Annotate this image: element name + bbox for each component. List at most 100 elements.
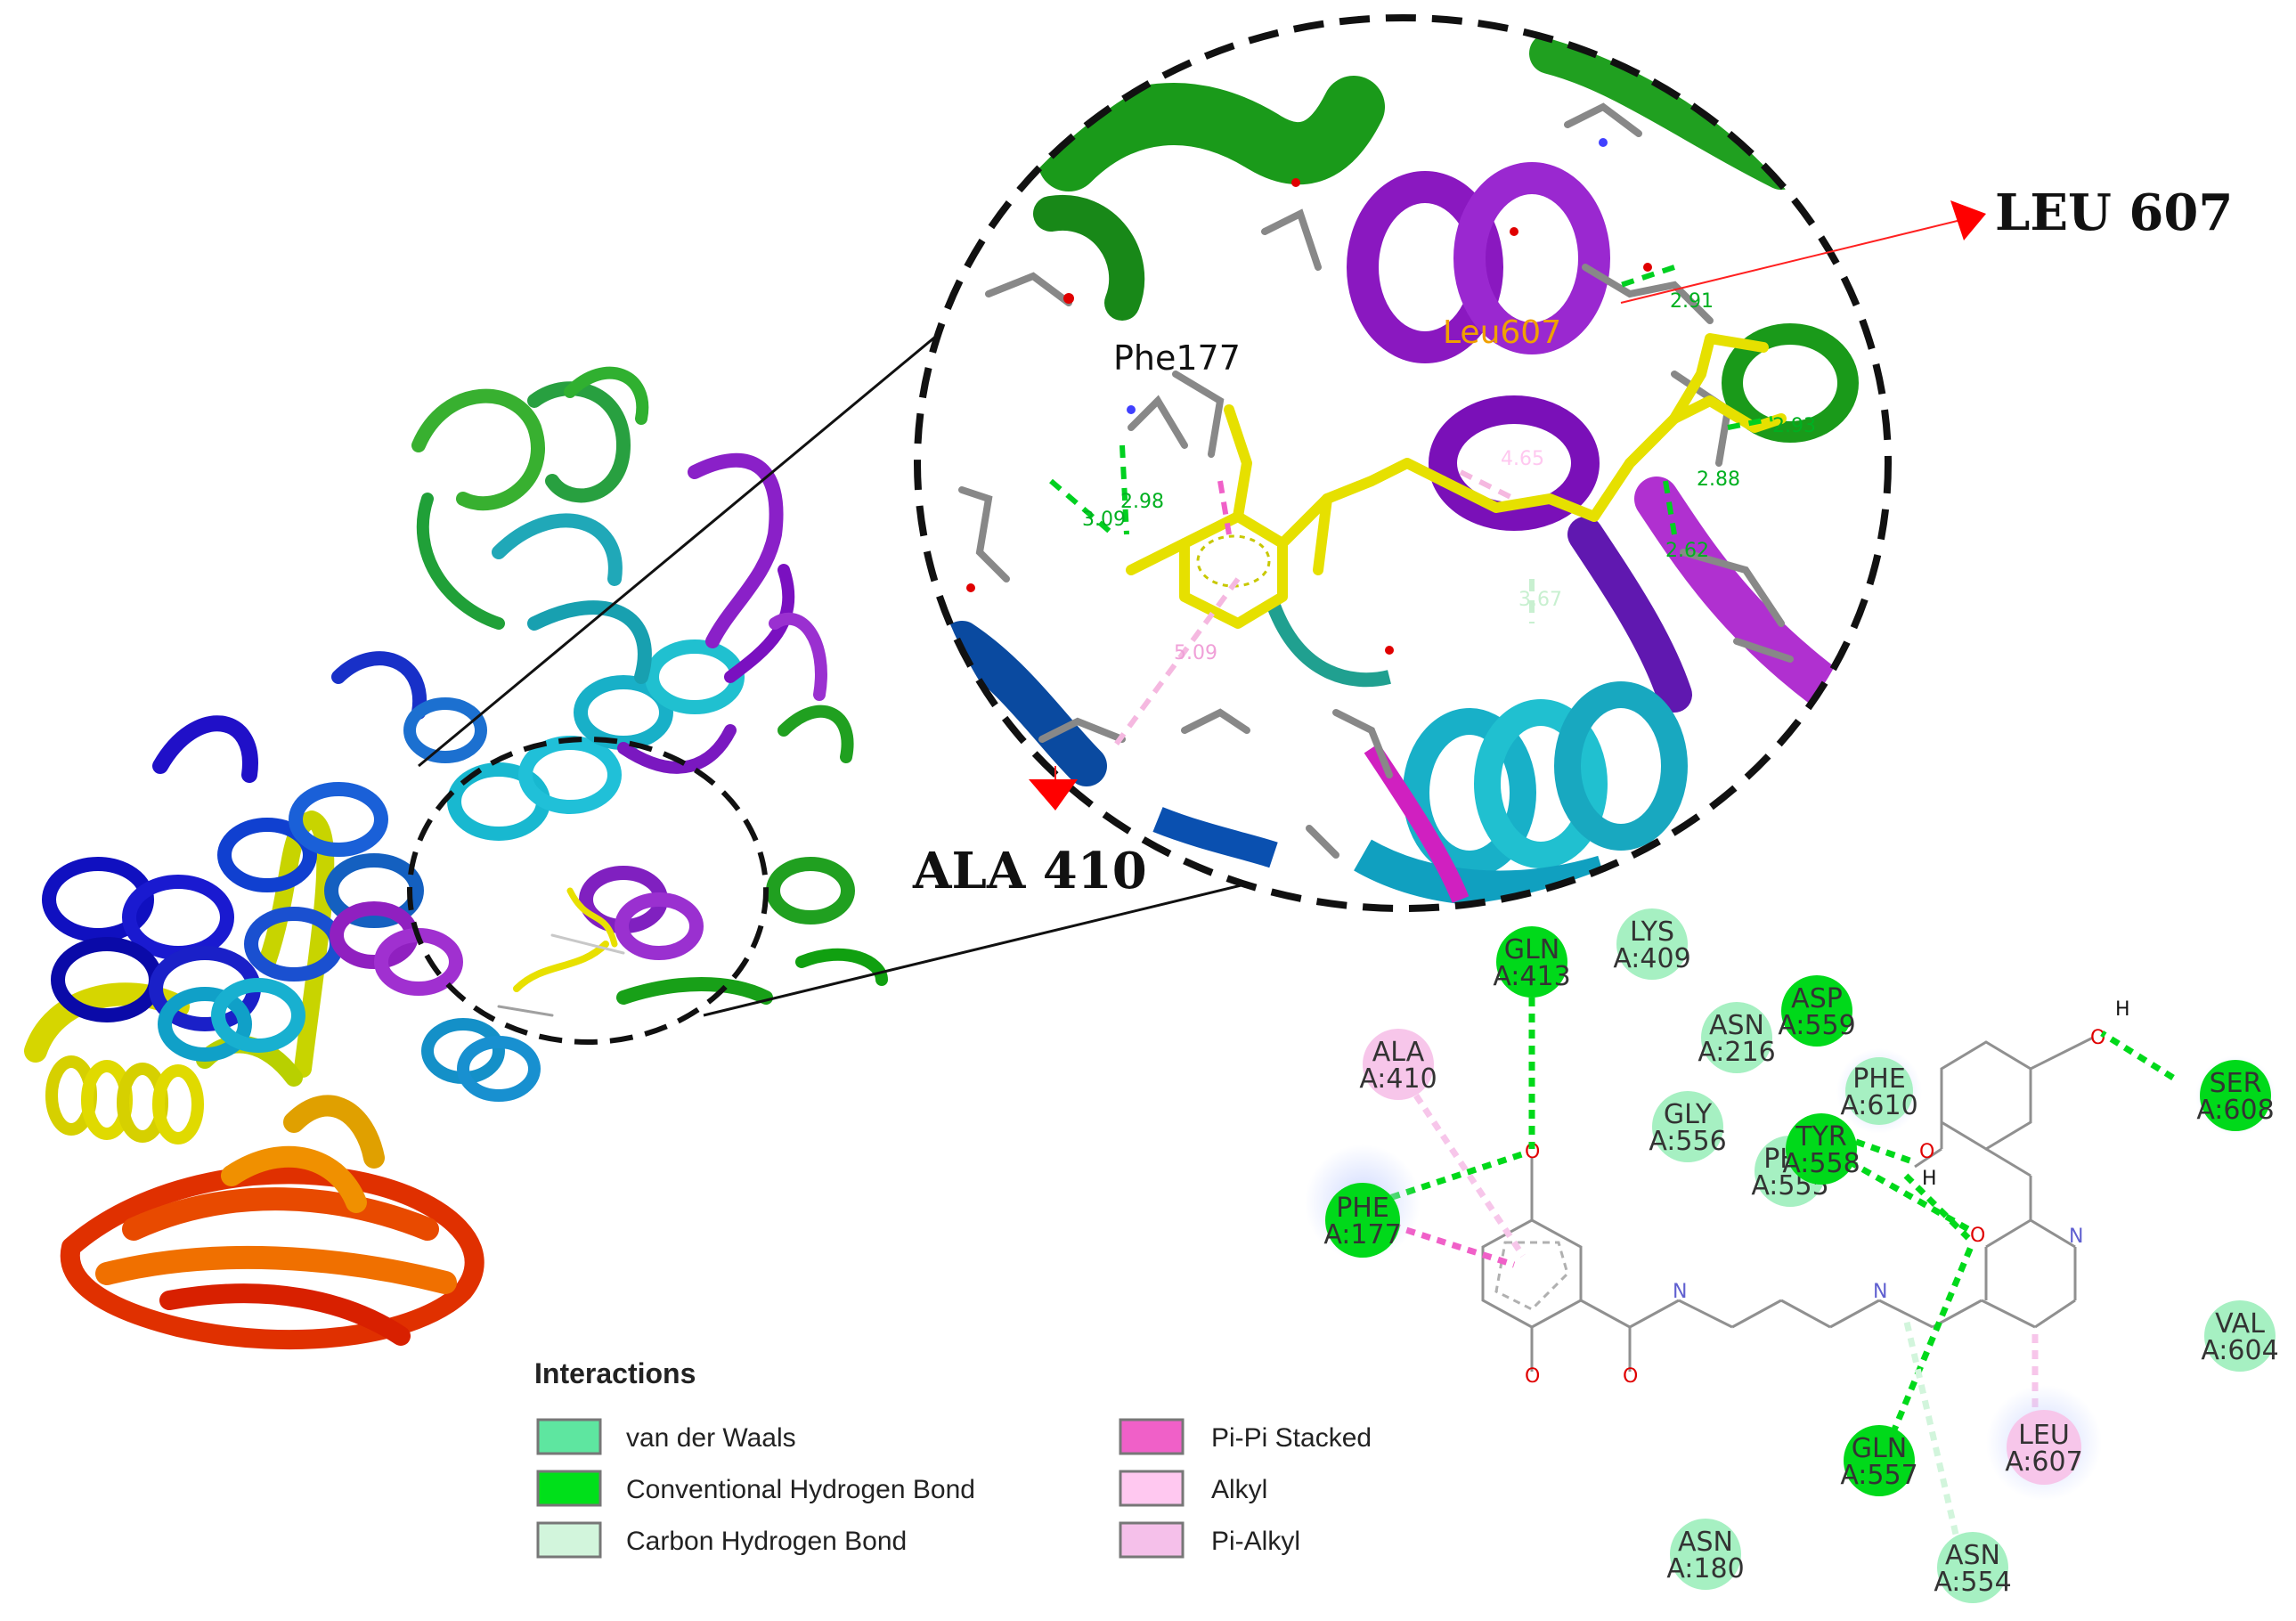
distance-label: 3.09 xyxy=(1082,509,1126,531)
legend-label: Alkyl xyxy=(1211,1475,1267,1504)
legend-label: Pi-Pi Stacked xyxy=(1211,1423,1372,1453)
residue-name: VAL xyxy=(2215,1308,2265,1340)
residue-phe-610: PHE A:610 xyxy=(1836,1048,1922,1134)
residue-name: ASN xyxy=(1709,1010,1764,1041)
residue-id: A:556 xyxy=(1649,1126,1726,1157)
beta-sheet-domain xyxy=(60,1095,484,1350)
zoom-label-phe177: Phe177 xyxy=(1113,338,1241,378)
residue-name: GLN xyxy=(1504,934,1559,965)
legend-swatch xyxy=(1119,1470,1185,1507)
distance-label: 4.65 xyxy=(1501,448,1544,470)
residue-asn-216: ASN A:216 xyxy=(1698,1002,1776,1073)
blue-domain xyxy=(42,651,487,1031)
atom-o: O xyxy=(1623,1365,1638,1388)
zoom-interaction-lines xyxy=(1049,265,1773,750)
pocket-highlight-circle xyxy=(407,737,769,1045)
legend-item-pi-alkyl: Pi-Alkyl xyxy=(1119,1521,1300,1559)
residue-ser-608: SER A:608 xyxy=(2195,1055,2276,1136)
distance-labels: 3.09 2.98 5.09 4.65 2.91 2.88 2.93 2.62 … xyxy=(1082,290,1816,664)
distance-label: 5.09 xyxy=(1174,642,1217,664)
atom-h: H xyxy=(2115,998,2130,1021)
atom-o: O xyxy=(1525,1141,1540,1163)
interaction-lines-2d xyxy=(1374,998,2175,1551)
residue-asn-554: ASN A:554 xyxy=(1934,1532,2012,1603)
ala-410-callout: ALA 410 xyxy=(912,842,1147,900)
leu-607-callout: LEU 607 xyxy=(1995,183,2233,242)
residue-gln-557: GLN A:557 xyxy=(1840,1425,1918,1496)
atom-o: O xyxy=(2090,1027,2105,1049)
legend-item-conventional-hbond: Conventional Hydrogen Bond xyxy=(536,1470,975,1507)
legend-label: Pi-Alkyl xyxy=(1211,1527,1300,1556)
protein-ribbon xyxy=(24,366,888,1350)
residue-tyr-558: TYR A:558 xyxy=(1782,1113,1860,1185)
residue-name: ASN xyxy=(1945,1540,2000,1571)
atom-h: H xyxy=(1922,1168,1937,1190)
legend-item-carbon-hbond: Carbon Hydrogen Bond xyxy=(536,1521,907,1559)
residue-gln-413: GLN A:413 xyxy=(1493,926,1571,998)
residue-lys-409: LYS A:409 xyxy=(1613,908,1691,980)
legend-item-pi-pi-stacked: Pi-Pi Stacked xyxy=(1119,1418,1372,1455)
residue-phe-177: PHE A:177 xyxy=(1305,1144,1421,1260)
residue-id: A:608 xyxy=(2196,1095,2274,1126)
leu-callout-line xyxy=(1620,217,1969,304)
interactions-legend: Interactions van der Waals Conventional … xyxy=(534,1357,1372,1559)
residue-id: A:559 xyxy=(1778,1010,1855,1041)
atom-o: O xyxy=(1970,1225,1985,1247)
legend-label: Conventional Hydrogen Bond xyxy=(626,1475,975,1504)
residue-name: TYR xyxy=(1795,1121,1847,1153)
legend-swatch xyxy=(536,1521,602,1559)
zoom-label-leu607: Leu607 xyxy=(1443,314,1561,351)
legend-item-alkyl: Alkyl xyxy=(1119,1470,1267,1507)
connector-line-lower xyxy=(703,880,1257,1017)
distance-label: 2.62 xyxy=(1665,540,1709,562)
atom-n: N xyxy=(1873,1281,1887,1303)
atom-n: N xyxy=(2069,1226,2083,1248)
residue-name: GLN xyxy=(1852,1433,1907,1464)
green-domain xyxy=(411,366,888,1005)
residue-name: ASN xyxy=(1678,1527,1733,1558)
residue-name: ASP xyxy=(1791,983,1843,1014)
distance-label: 2.98 xyxy=(1120,491,1164,513)
residue-id: A:413 xyxy=(1493,961,1570,992)
atom-o: O xyxy=(1919,1141,1934,1163)
residue-name: PHE xyxy=(1336,1193,1389,1224)
residue-leu-607: LEU A:607 xyxy=(1986,1385,2102,1501)
interaction-2d-diagram: O O O O O O N N N H H xyxy=(1305,908,2279,1603)
legend-label: Carbon Hydrogen Bond xyxy=(626,1527,907,1556)
residue-id: A:216 xyxy=(1698,1037,1775,1068)
ligand-skeleton xyxy=(1481,1036,2094,1372)
distance-label: 2.88 xyxy=(1697,468,1740,491)
ligand-in-pocket xyxy=(497,887,625,1017)
residue-id: A:554 xyxy=(1934,1567,2011,1598)
legend-swatch xyxy=(536,1418,602,1455)
residue-id: A:604 xyxy=(2201,1335,2278,1366)
legend-title: Interactions xyxy=(534,1357,696,1389)
distance-label: 2.93 xyxy=(1772,415,1816,437)
residue-name: GLY xyxy=(1664,1099,1713,1130)
legend-item-van-der-waals: van der Waals xyxy=(536,1418,796,1455)
residue-asn-180: ASN A:180 xyxy=(1666,1519,1745,1590)
residue-id: A:610 xyxy=(1840,1090,1917,1121)
residue-id: A:177 xyxy=(1323,1219,1401,1250)
atom-tips xyxy=(966,138,1652,655)
residue-val-604: VAL A:604 xyxy=(2201,1300,2279,1372)
legend-label: van der Waals xyxy=(626,1423,796,1453)
residue-name: LYS xyxy=(1630,916,1674,948)
zoom-view: 3.09 2.98 5.09 4.65 2.91 2.88 2.93 2.62 … xyxy=(917,18,1888,908)
residue-id: A:180 xyxy=(1666,1553,1744,1584)
legend-swatch xyxy=(1119,1521,1185,1559)
distance-label: 3.67 xyxy=(1518,589,1562,611)
leu-callout-arrow xyxy=(1950,200,1986,240)
residue-gly-556: GLY A:556 xyxy=(1649,1091,1727,1162)
distance-label: 2.91 xyxy=(1670,290,1714,313)
residue-discs: GLN A:413 LYS A:409 ASP A:559 ASN A:216 … xyxy=(1305,908,2279,1603)
atom-o: O xyxy=(1525,1365,1540,1388)
ligand-sticks xyxy=(1126,333,1787,629)
residue-name: PHE xyxy=(1852,1063,1906,1095)
residue-asp-559: ASP A:559 xyxy=(1778,975,1856,1047)
legend-swatch xyxy=(1119,1418,1185,1455)
residue-name: ALA xyxy=(1372,1037,1425,1068)
residue-id: A:557 xyxy=(1840,1460,1917,1491)
